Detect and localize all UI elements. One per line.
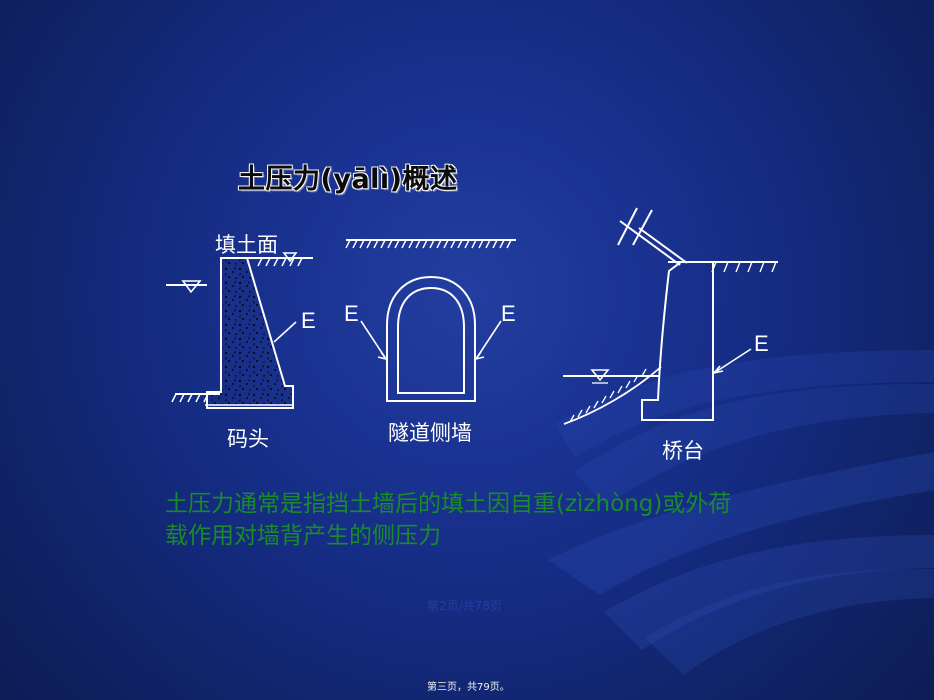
wharf-label: 码头 <box>227 427 269 451</box>
left-earth-pressure-label: E <box>301 308 316 333</box>
tunnel-side-wall-diagram <box>345 239 516 402</box>
tunnel-left-earth-pressure-label: E <box>344 301 359 326</box>
definition-line-1: 土压力通常是指挡土墙后的填土因自重(zìzhòng)或外荷 <box>165 491 732 517</box>
slide-footer: 第三页，共79页。 <box>427 682 510 693</box>
abutment-earth-pressure-label: E <box>754 331 769 356</box>
slide-title: 土压力(yālì)概述 <box>238 164 458 195</box>
wharf-retaining-wall-diagram <box>166 252 313 409</box>
bridge-abutment-diagram <box>563 207 778 425</box>
definition-line-2: 载作用对墙背产生的侧压力 <box>165 523 441 549</box>
tunnel-side-wall-label: 隧道侧墙 <box>388 421 472 445</box>
tunnel-right-earth-pressure-label: E <box>501 301 516 326</box>
earth-pressure-definition: 土压力通常是指挡土墙后的填土因自重(zìzhòng)或外荷 载作用对墙背产生的侧… <box>165 488 820 552</box>
abutment-label: 桥台 <box>662 439 704 463</box>
slide-page-counter: 第2页/共78页 <box>427 599 502 613</box>
fill-surface-label: 填土面 <box>215 233 278 257</box>
